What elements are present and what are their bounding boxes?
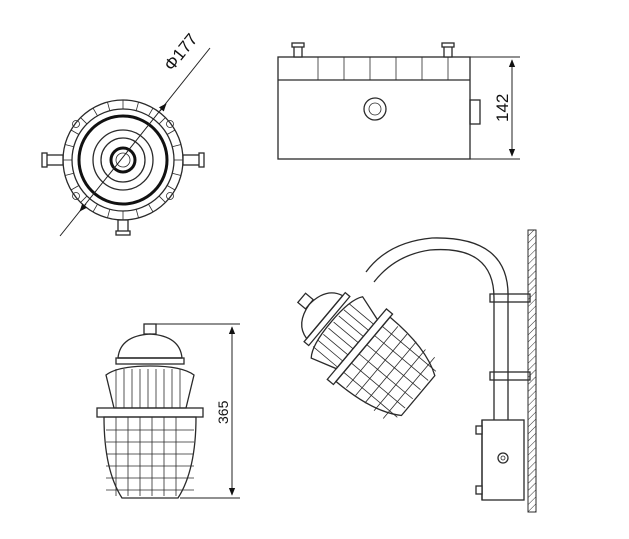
top-view: Φ177 [41, 30, 211, 237]
lamp-front-view: 365 [96, 323, 240, 499]
junction-box-view: 142 [277, 42, 520, 160]
diameter-label: Φ177 [160, 30, 201, 75]
wall-mount-side-view [296, 229, 537, 513]
lamp-height-label: 365 [215, 400, 231, 424]
box-height-label: 142 [493, 94, 512, 122]
